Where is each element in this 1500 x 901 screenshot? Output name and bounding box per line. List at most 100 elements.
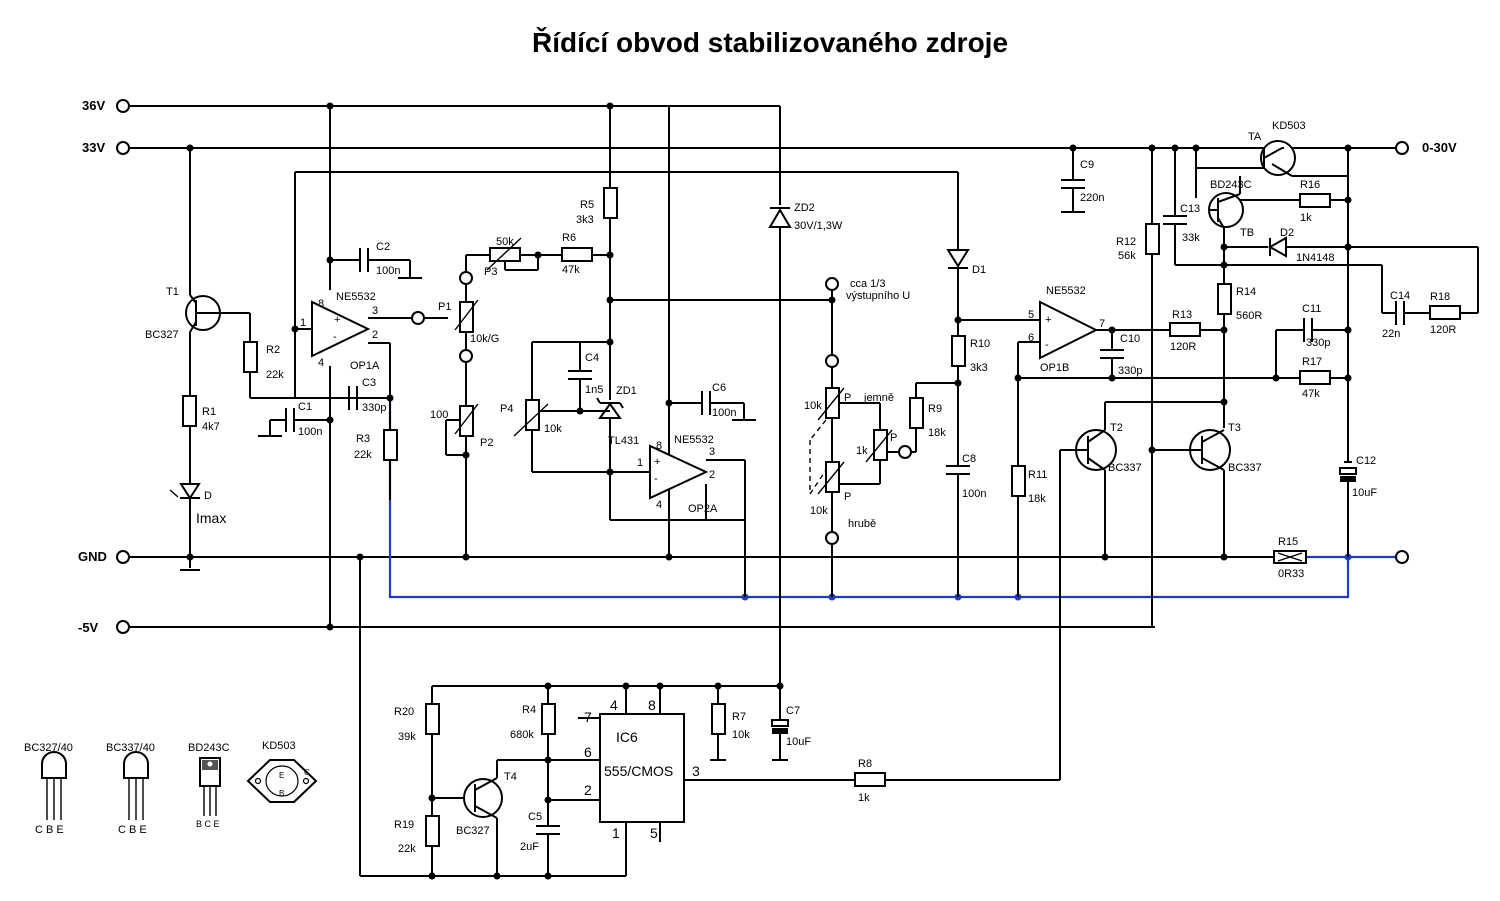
ta-value: KD503 [1272, 120, 1306, 132]
r15-ref: R15 [1278, 536, 1298, 548]
pot-coarse-label: hrubě [848, 518, 876, 530]
op2a-pin-8: 8 [656, 440, 662, 452]
tb-value: BD243C [1210, 179, 1252, 191]
c4-value: 1n5 [585, 384, 603, 396]
c13-ref: C13 [1180, 203, 1200, 215]
ic6-ref: IC6 [616, 729, 638, 745]
ic6-pin-1: 1 [612, 825, 620, 841]
p1-ref: P1 [438, 301, 451, 313]
r10-value: 3k3 [970, 362, 988, 374]
pkg-bc337-name: BC337/40 [106, 742, 155, 754]
r8-value: 1k [858, 792, 870, 804]
r1-ref: R1 [202, 406, 216, 418]
op2a-plus-sign: + [654, 456, 660, 468]
p4-value: 10k [544, 423, 562, 435]
r16-value: 1k [1300, 212, 1312, 224]
rail-36v-label: 36V [82, 98, 105, 113]
zd2-branch [768, 106, 792, 690]
pkg-bc327-name: BC327/40 [24, 742, 73, 754]
p3-ref: P3 [484, 266, 497, 278]
r20-ref: R20 [394, 706, 414, 718]
r5-ref: R5 [580, 199, 594, 211]
r16-ref: R16 [1300, 179, 1320, 191]
output-stage [1059, 140, 1479, 780]
c3-value: 330p [362, 402, 386, 414]
op1b-pin-7: 7 [1099, 318, 1105, 330]
t1-value: BC327 [145, 329, 179, 341]
led-d-value: Imax [196, 510, 226, 526]
c2-value: 100n [376, 265, 400, 277]
r13-ref: R13 [1172, 309, 1192, 321]
op1a-ref: OP1A [350, 360, 380, 372]
r6-ref: R6 [562, 232, 576, 244]
r18-value: 120R [1430, 324, 1456, 336]
power-rails: 36V 33V GND -5V 0-30V [78, 98, 1457, 635]
op1b-ref: OP1B [1040, 362, 1069, 374]
tb-ref: TB [1240, 227, 1254, 239]
r19-ref: R19 [394, 819, 414, 831]
r17-value: 47k [1302, 388, 1320, 400]
op1a-pin-3: 3 [372, 305, 378, 317]
r11-value: 18k [1028, 493, 1046, 505]
ic6-pin-2: 2 [584, 782, 592, 798]
ic6-pin-5: 5 [650, 825, 658, 841]
c8-value: 100n [962, 488, 986, 500]
op2a-ref: OP2A [688, 503, 718, 515]
c12-value: 10uF [1352, 487, 1377, 499]
ic6-pin-3: 3 [692, 763, 700, 779]
c4-ref: C4 [585, 352, 599, 364]
r3-ref: R3 [356, 433, 370, 445]
op1a-region [258, 102, 958, 631]
c1-ref: C1 [298, 401, 312, 413]
op1a-minus-sign: - [333, 331, 337, 343]
t2-value: BC337 [1108, 462, 1142, 474]
r5-value: 3k3 [576, 214, 594, 226]
r9-ref: R9 [928, 403, 942, 415]
ta-ref: TA [1248, 131, 1262, 143]
pkg-kd503-c-mark: C [304, 768, 310, 777]
op2a-pin-2: 2 [709, 469, 715, 481]
r11-ref: R11 [1028, 469, 1047, 481]
r7-ref: R7 [732, 711, 746, 723]
schematic-title: Řídící obvod stabilizovaného zdroje [532, 27, 1008, 58]
zd2-ref: ZD2 [794, 202, 815, 214]
r4-ref: R4 [522, 704, 536, 716]
op1b-minus-sign: - [1045, 339, 1049, 351]
c3-ref: C3 [362, 377, 376, 389]
r10-ref: R10 [970, 338, 990, 350]
r12-ref: R12 [1116, 236, 1136, 248]
note-line2: výstupního U [846, 290, 910, 302]
c11-ref: C11 [1302, 303, 1321, 315]
t4-ref: T4 [504, 771, 517, 783]
pot-coarse-bot-ref: P [844, 491, 851, 503]
rail-neg5v-label: -5V [78, 620, 99, 635]
r7-value: 10k [732, 729, 750, 741]
op1a-value: NE5532 [336, 291, 376, 303]
led-d-ref: D [204, 490, 212, 502]
pkg-bc337-pins: C B E [118, 824, 147, 836]
t1-ref: T1 [166, 286, 179, 298]
r18-ref: R18 [1430, 291, 1450, 303]
rail-33v-label: 33V [82, 140, 105, 155]
ic6-pin-6: 6 [584, 744, 592, 760]
ic6-pin-4: 4 [610, 697, 618, 713]
pot-fine-value: 1k [856, 445, 868, 457]
c2-ref: C2 [376, 241, 390, 253]
pot-coarse-bot-value: 10k [810, 505, 828, 517]
op1a-pin-4: 4 [318, 357, 324, 369]
c1-value: 100n [298, 426, 322, 438]
op1b-section [946, 144, 1300, 597]
p1-value: 10k/G [470, 333, 499, 345]
pkg-bd243c-name: BD243C [188, 742, 230, 754]
zd1-value: TL431 [608, 435, 639, 447]
r2-ref: R2 [266, 344, 280, 356]
c6-value: 100n [712, 407, 736, 419]
r13-value: 120R [1170, 341, 1196, 353]
r17-ref: R17 [1302, 356, 1322, 368]
ic6-pin-7: 7 [584, 709, 592, 725]
r2-value: 22k [266, 369, 284, 381]
c7-ref: C7 [786, 705, 800, 717]
c5-value: 2uF [520, 841, 539, 853]
p2-value: 100 [430, 409, 448, 421]
r14-value: 560R [1236, 310, 1262, 322]
